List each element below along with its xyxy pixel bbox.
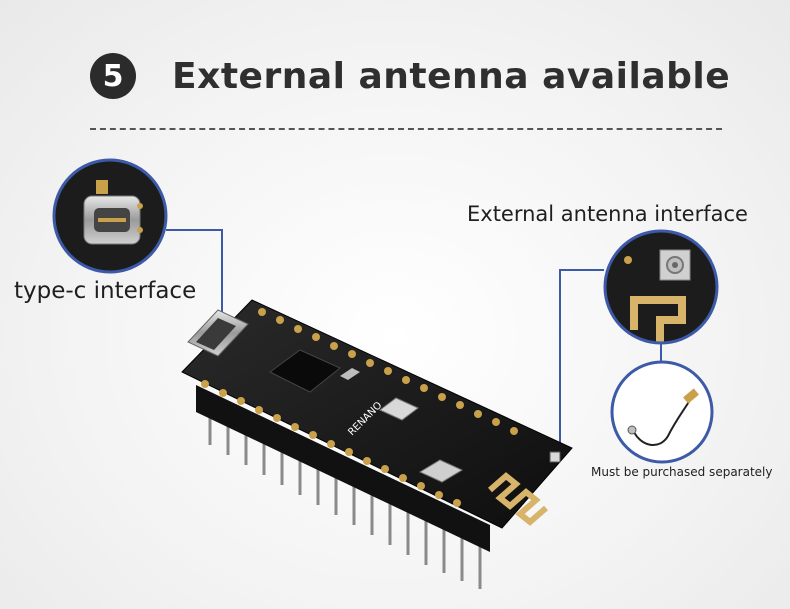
- pin-holes-bottom: [201, 380, 461, 507]
- feature-title: External antenna available: [172, 55, 731, 97]
- antenna-callout-line: [559, 269, 662, 456]
- header-pin-bases: [196, 385, 490, 552]
- feature-heading: 5 External antenna available: [90, 48, 730, 104]
- pin-holes-top: [258, 308, 518, 435]
- typec-interface-label: type-c interface: [14, 278, 197, 304]
- step-number-badge: 5: [90, 53, 136, 99]
- pigtail-antenna-icon: [610, 360, 714, 464]
- ipex-connector-icon: [603, 229, 719, 345]
- usb-c-port-icon: [187, 309, 249, 357]
- pcb-board: RENANO: [181, 299, 573, 529]
- typec-zoom-circle: [52, 158, 168, 274]
- dashed-divider: [90, 128, 722, 130]
- pcb-trace-antenna: [488, 472, 548, 526]
- external-antenna-interface-label: External antenna interface: [467, 202, 748, 226]
- purchase-separately-note: Must be purchased separately: [591, 465, 773, 479]
